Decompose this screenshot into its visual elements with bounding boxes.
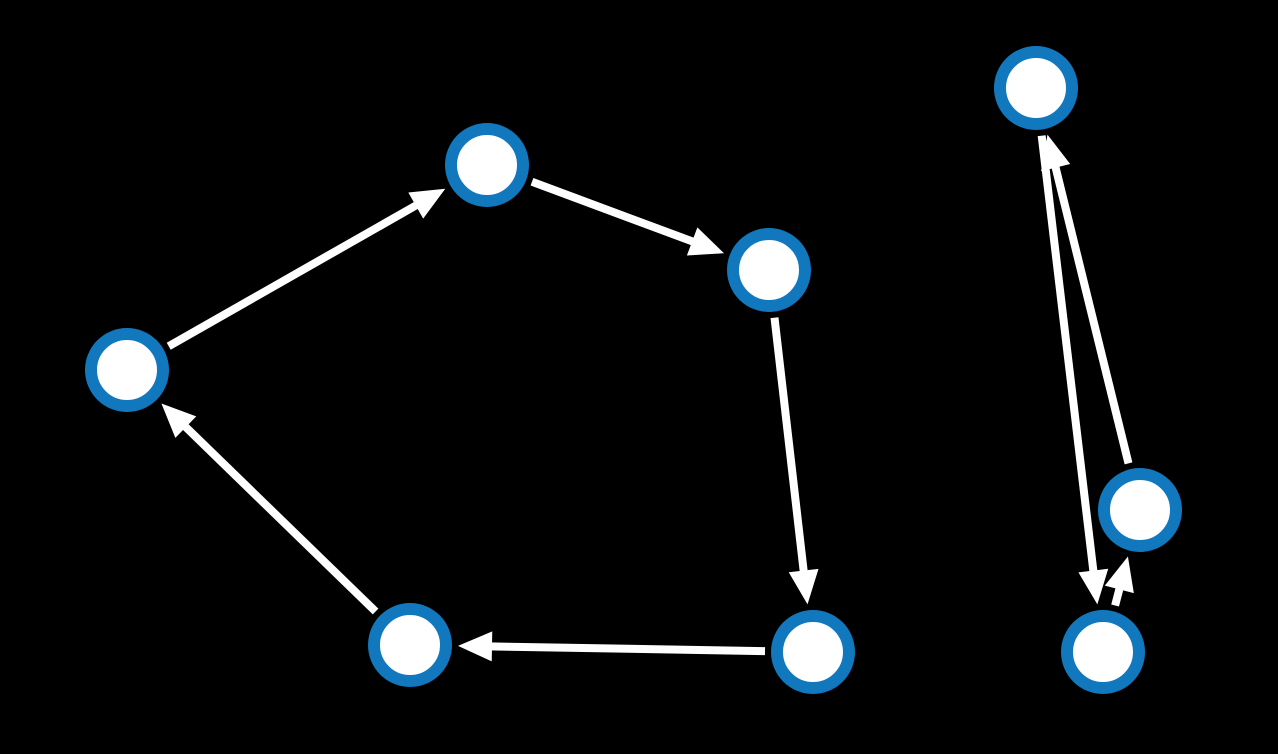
arrow-head-icon	[686, 227, 725, 256]
node-circle-icon	[771, 610, 855, 694]
edge-line	[1050, 162, 1133, 465]
edge-top-right-to-bottom-right[interactable]	[1037, 135, 1109, 605]
edge-line	[1037, 135, 1098, 576]
node-left[interactable]	[85, 328, 169, 412]
edge-top-left-to-upper-middle[interactable]	[530, 178, 725, 256]
edge-bottom-right-to-right[interactable]	[1104, 556, 1134, 607]
node-bottom-right[interactable]	[1061, 610, 1145, 694]
node-circle-icon	[85, 328, 169, 412]
node-circle-icon	[1061, 610, 1145, 694]
arrow-head-icon	[1104, 556, 1134, 594]
node-circle-icon	[994, 46, 1078, 130]
edge-bottom-middle-to-bottom-left[interactable]	[457, 631, 766, 662]
arrow-head-icon	[1041, 134, 1071, 172]
edge-line	[770, 317, 809, 576]
node-top-right[interactable]	[994, 46, 1078, 130]
edge-line	[487, 642, 766, 656]
node-bottom-middle[interactable]	[771, 610, 855, 694]
node-upper-middle[interactable]	[727, 228, 811, 312]
arrow-head-icon	[408, 188, 446, 219]
arrow-head-icon	[457, 631, 493, 662]
edges-layer	[161, 134, 1134, 662]
node-top-left[interactable]	[445, 123, 529, 207]
node-right[interactable]	[1098, 468, 1182, 552]
nodes-layer	[85, 46, 1182, 694]
edge-left-to-top-left[interactable]	[166, 188, 446, 350]
edge-upper-middle-to-bottom-middle[interactable]	[770, 317, 819, 605]
edge-line	[530, 178, 698, 247]
arrow-head-icon	[161, 403, 197, 438]
edge-line	[166, 200, 422, 350]
arrow-head-icon	[788, 568, 819, 605]
node-circle-icon	[727, 228, 811, 312]
node-circle-icon	[368, 603, 452, 687]
node-circle-icon	[1098, 468, 1182, 552]
node-circle-icon	[445, 123, 529, 207]
edge-bottom-left-to-left[interactable]	[161, 403, 379, 615]
node-bottom-left[interactable]	[368, 603, 452, 687]
edge-line	[180, 421, 379, 615]
edge-right-to-top-right[interactable]	[1041, 134, 1133, 465]
arrow-head-icon	[1078, 568, 1109, 605]
